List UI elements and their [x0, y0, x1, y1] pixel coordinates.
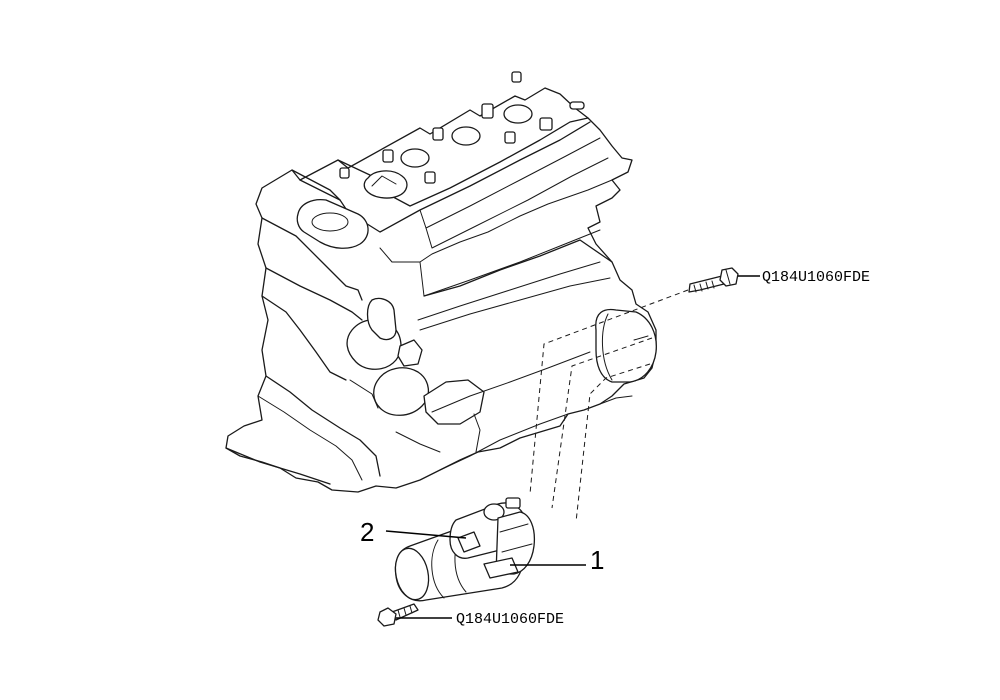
callout-2-label: 2: [360, 517, 374, 547]
upper-bolt-part-code: Q184U1060FDE: [762, 269, 870, 286]
callout-1-label: 1: [590, 545, 604, 575]
alignment-lines: [529, 289, 689, 523]
starter-motor: [394, 497, 536, 602]
engine-block: [225, 71, 657, 493]
cam-bosses: [339, 71, 585, 184]
upper-bolt: [688, 267, 739, 293]
lower-bolt: [377, 603, 419, 627]
lower-bolt-part-code: Q184U1060FDE: [456, 611, 564, 628]
callout-2-leader: [385, 530, 467, 539]
